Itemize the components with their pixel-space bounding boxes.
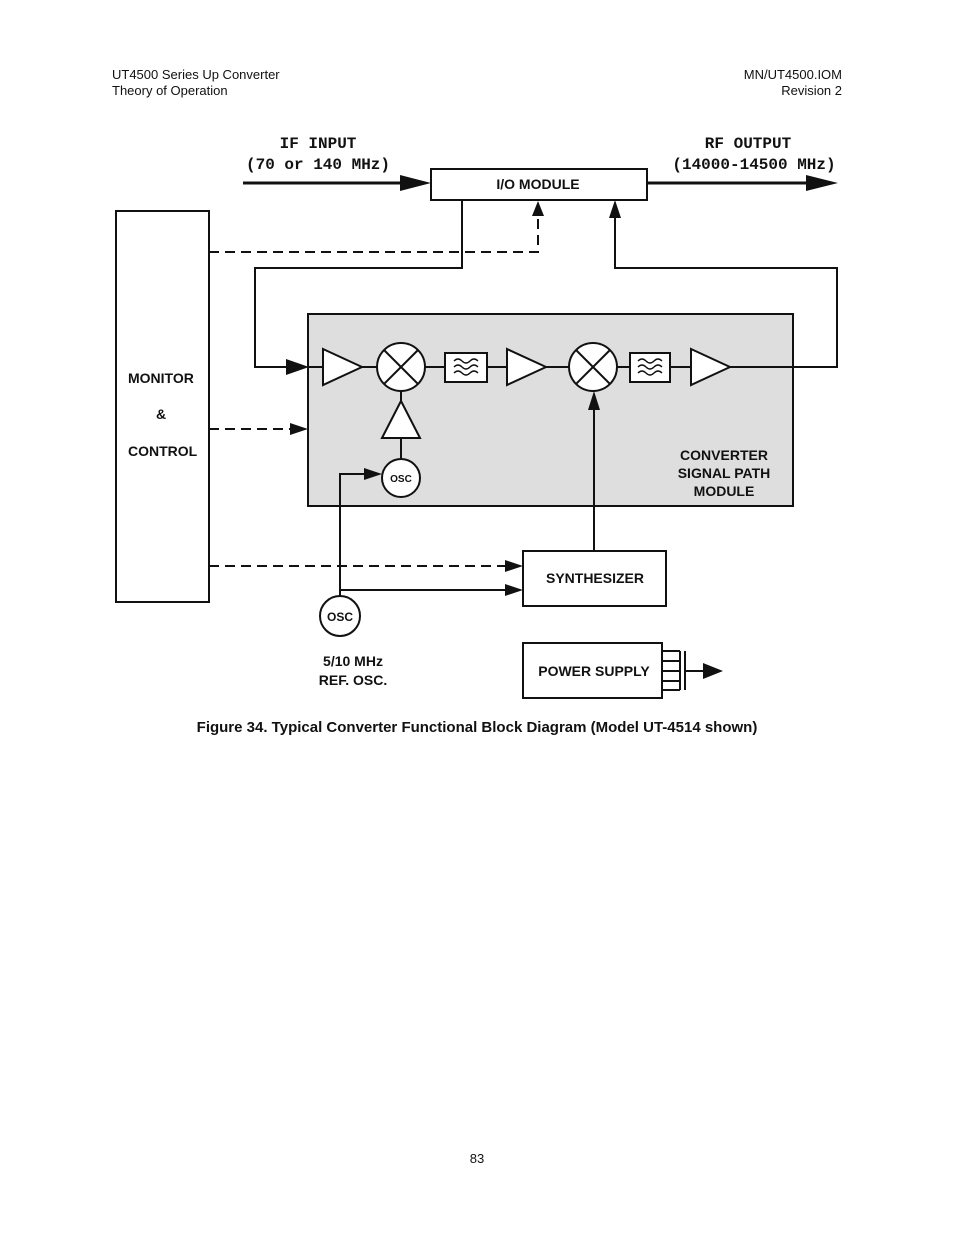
control-label: CONTROL [128,443,198,459]
if-signal-path [254,200,463,375]
amplifier-1-icon [322,347,365,387]
block-diagram: IF INPUT (70 or 140 MHz) RF OUTPUT (1400… [115,135,838,699]
control-line-synthesizer [209,560,523,572]
rf-output-arrow [647,175,838,191]
figure-caption: Figure 34. Typical Converter Functional … [196,719,758,736]
mixer-1-icon [376,342,426,392]
rf-signal-path [609,200,838,368]
io-module-label: I/O MODULE [496,176,579,192]
io-module: I/O MODULE [430,168,648,201]
filter-1-icon [444,352,488,383]
doc-section: Theory of Operation [112,83,228,98]
doc-number: MN/UT4500.IOM [743,67,842,82]
doc-title: UT4500 Series Up Converter [112,67,280,82]
converter-label-line2: SIGNAL PATH [678,465,771,481]
synthesizer-lo-line [588,391,600,551]
ref-osc-icon: OSC [319,595,361,637]
converter-signal-path-module: CONVERTER SIGNAL PATH MODULE [307,313,794,507]
synthesizer-label: SYNTHESIZER [546,570,644,586]
mixer-2-icon [568,342,618,392]
ref-osc-frequency: 5/10 MHz [323,653,383,669]
ampersand-label: & [156,406,166,422]
power-output-arrow [703,663,723,679]
filter-2-icon [629,352,671,383]
control-line-io [209,201,544,253]
power-supply-label: POWER SUPPLY [538,663,650,679]
synthesizer-box: SYNTHESIZER [522,550,667,607]
rf-output-frequency: (14000-14500 MHz) [672,156,835,174]
ref-osc-circle-label: OSC [327,610,353,624]
ref-osc-name: REF. OSC. [319,672,387,688]
converter-label-line1: CONVERTER [680,447,768,463]
rf-output-label: RF OUTPUT [705,135,792,153]
power-supply-box: POWER SUPPLY [522,642,663,699]
monitor-control-box: MONITOR & CONTROL [115,210,210,603]
doc-revision: Revision 2 [781,83,842,98]
converter-label-line3: MODULE [694,483,755,499]
if-input-frequency: (70 or 140 MHz) [246,156,390,174]
page-number: 83 [469,1151,485,1166]
lo-amplifier-icon [380,391,422,459]
ref-to-inner-osc-line [339,468,382,597]
inner-osc-label: OSC [390,474,412,485]
if-input-label: IF INPUT [280,135,357,153]
monitor-label: MONITOR [128,370,194,386]
amplifier-2-icon [506,347,549,387]
ref-to-synthesizer-line [340,584,523,596]
inner-osc-icon: OSC [381,458,421,498]
header-left: UT4500 Series Up Converter Theory of Ope… [112,67,280,99]
amplifier-3-icon [690,347,733,387]
control-line-converter [209,423,308,435]
header-right: MN/UT4500.IOM Revision 2 [744,67,842,99]
power-output-connector [662,650,706,691]
if-input-arrow [243,175,431,191]
